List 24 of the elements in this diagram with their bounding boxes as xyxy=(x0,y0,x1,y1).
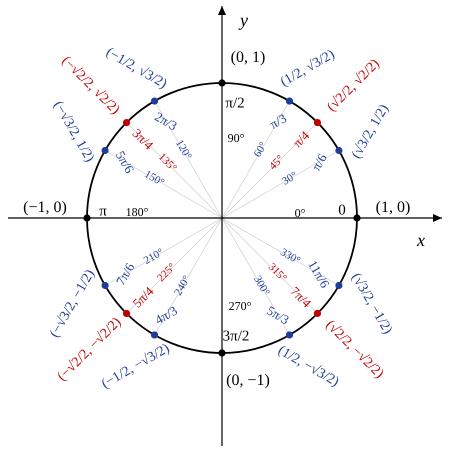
angle-label: π/2 xyxy=(225,96,245,112)
angle-label: 0 xyxy=(338,204,346,218)
coordinate-label: (−1, 0) xyxy=(23,200,67,216)
degree-label: 90° xyxy=(228,132,244,144)
degree-label: 60° xyxy=(252,141,270,160)
angle-label: π/6 xyxy=(309,152,329,172)
coordinate-label: (1, 0) xyxy=(376,200,410,216)
angle-label: π/4 xyxy=(290,128,312,150)
degree-label: 30° xyxy=(280,170,299,188)
angle-label: π xyxy=(99,204,107,220)
axis-label: y xyxy=(240,11,248,29)
coordinate-label: (0, 1) xyxy=(230,50,266,66)
degree-label: 210° xyxy=(142,247,166,267)
degree-label: 270° xyxy=(228,300,252,312)
angle-label: π/3 xyxy=(268,111,288,131)
coordinate-label: (1/2, −√3/2) xyxy=(275,344,341,390)
coordinate-label: (1/2, √3/2) xyxy=(278,48,338,90)
axis-label: x xyxy=(417,231,425,249)
degree-label: 45° xyxy=(268,154,286,172)
degree-label: 180° xyxy=(126,206,148,218)
coordinate-label: (−1/2, −√3/2) xyxy=(100,342,172,392)
coordinate-label: (0, −1) xyxy=(226,373,270,389)
angle-label: 3π/2 xyxy=(222,330,250,344)
degree-label: 0° xyxy=(294,207,306,219)
